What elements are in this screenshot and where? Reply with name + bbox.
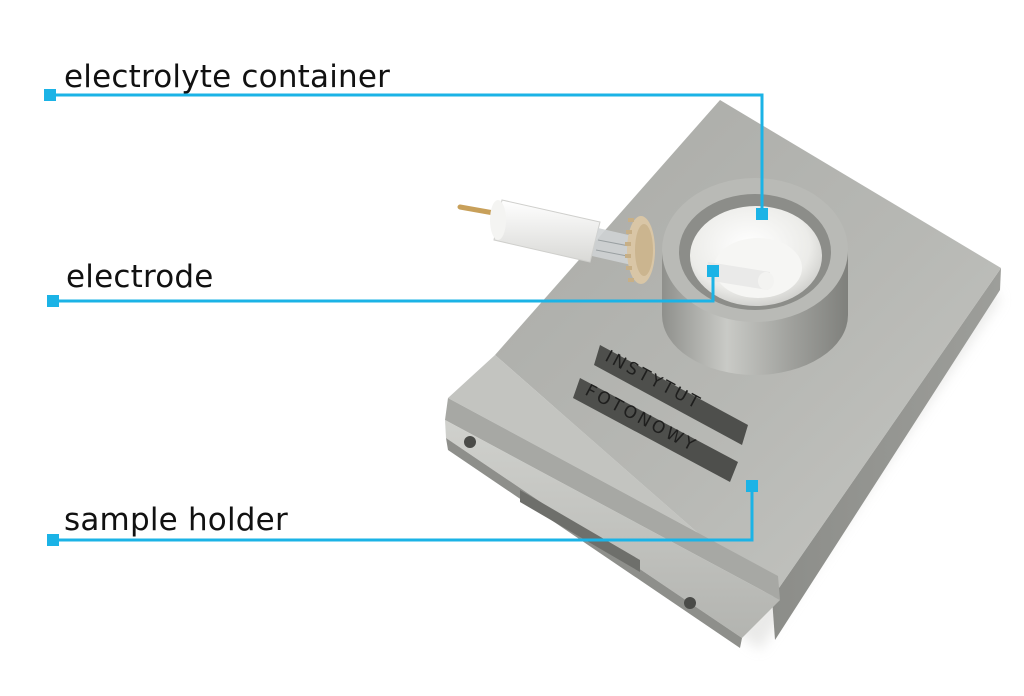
marker-electrode-end — [707, 265, 719, 277]
callout-electrode-label: electrode — [66, 259, 214, 295]
electrode-body — [493, 199, 601, 263]
marker-electrolyte-end — [756, 208, 768, 220]
marker-sample-start — [47, 534, 59, 546]
electrode-body-cap — [490, 200, 506, 240]
base-right-face — [772, 268, 1001, 640]
callout-electrolyte-container-label: electrolyte container — [64, 59, 391, 95]
rail-groove — [445, 398, 780, 600]
rail-top — [448, 355, 778, 598]
marker-electrolyte-start — [44, 89, 56, 101]
callout-sample-holder-label: sample holder — [64, 502, 288, 538]
marker-electrode-start — [47, 295, 59, 307]
leader-lines — [50, 93, 764, 542]
front-screw-left — [464, 436, 476, 448]
engraving-plate-1 — [594, 345, 748, 445]
marker-sample-end — [746, 480, 758, 492]
leader-markers — [44, 89, 768, 546]
gear-teeth — [625, 218, 634, 282]
front-slot — [520, 490, 640, 572]
rail-front — [445, 420, 780, 638]
leader-electrode — [53, 271, 715, 303]
electrode-tip — [706, 262, 770, 290]
leader-sample-holder — [53, 486, 754, 542]
leader-electrolyte-container — [50, 93, 764, 214]
front-screw-right — [684, 597, 696, 609]
engraving-plate-2 — [573, 378, 738, 482]
